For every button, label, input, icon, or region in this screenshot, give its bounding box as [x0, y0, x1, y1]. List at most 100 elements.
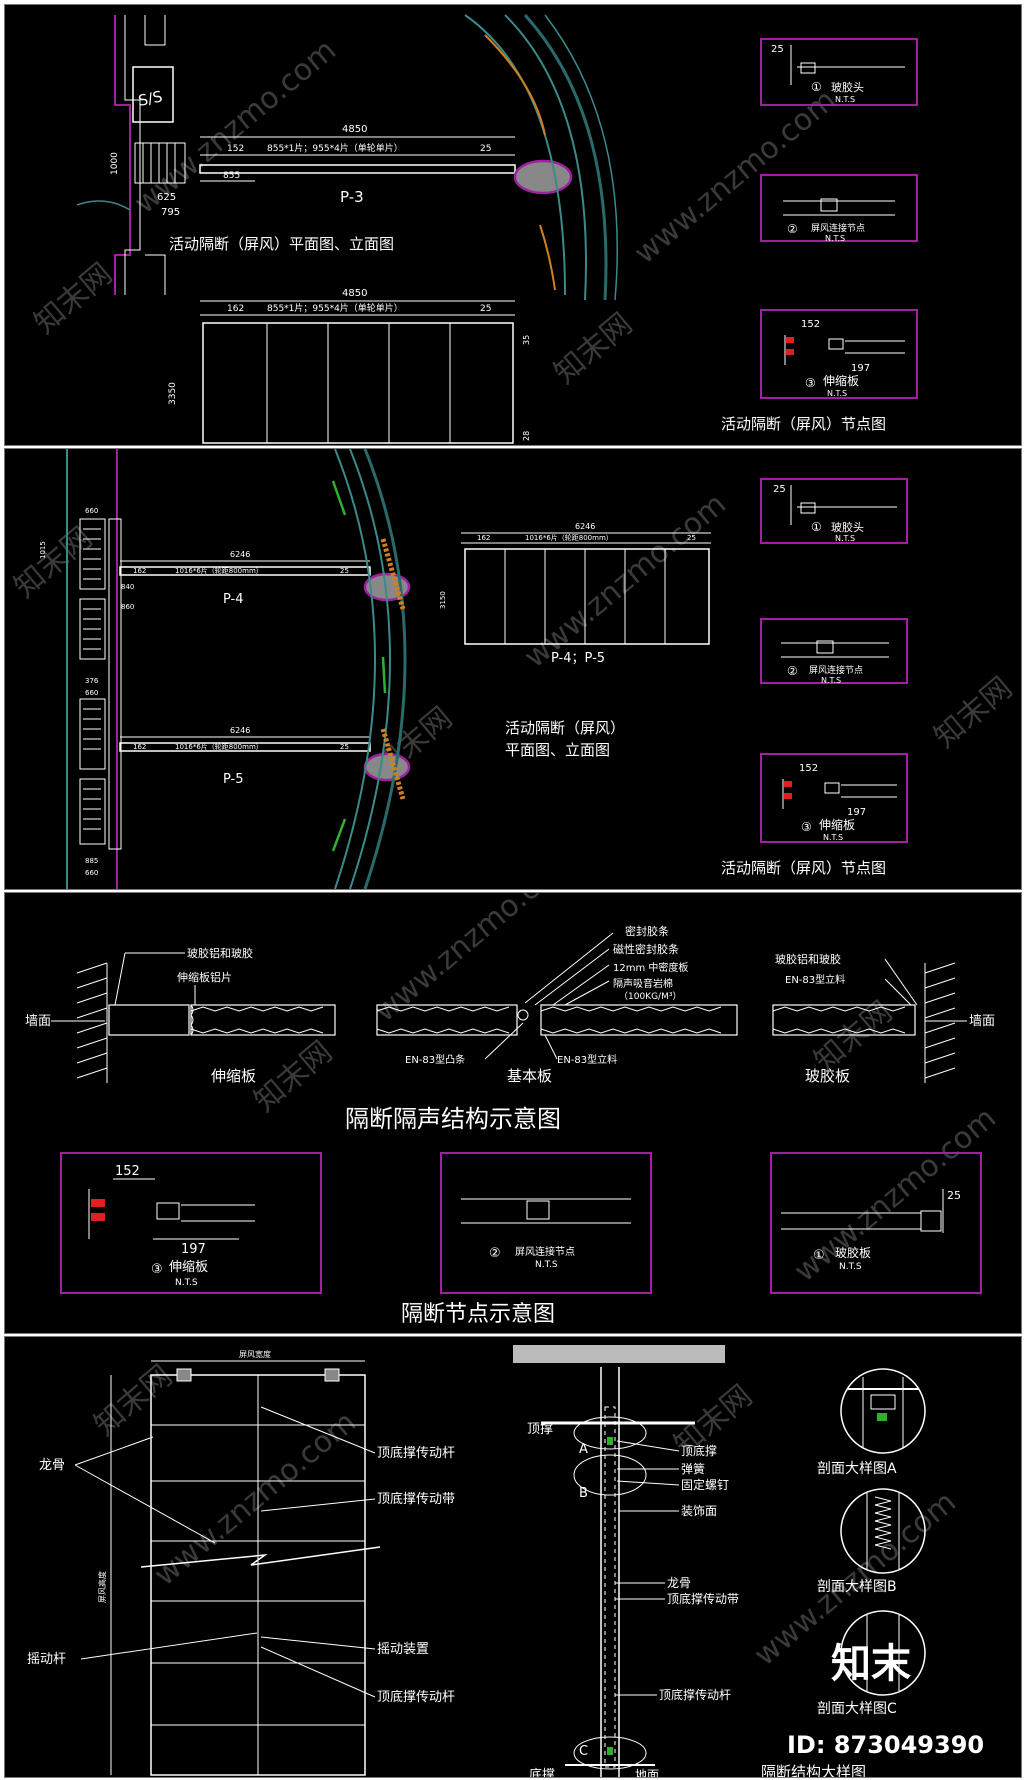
detail-3: 152 197 ③ 伸缩板 N.T.S: [760, 753, 908, 843]
watermark: 知末网: [248, 1034, 339, 1119]
dim-625: 625: [157, 192, 176, 203]
wall-dim: 1015: [39, 541, 47, 559]
left-wall: [76, 962, 108, 1083]
detail-2-label: 屏风连接节点: [811, 222, 865, 234]
label-glue-al: 玻胶铝和玻胶: [187, 946, 253, 960]
dim-left: 162: [133, 567, 146, 575]
wall-section: [66, 449, 122, 889]
basic-panel: [376, 1004, 738, 1036]
label-en83-post-right: EN-83型立料: [785, 973, 845, 986]
detail-1-num: ①: [813, 1248, 825, 1263]
detail-3-num: ③: [801, 820, 812, 834]
label-crank-device: 摇动装置: [377, 1642, 429, 1657]
wall-dim: 860: [121, 603, 134, 611]
dim-1000: 1000: [110, 152, 120, 175]
detail-1: 25 ① 玻胶头 N.T.S: [760, 478, 908, 544]
name-glue: 玻胶板: [805, 1067, 850, 1085]
detail-a-label: 剖面大样图A: [817, 1461, 897, 1477]
elev-spec: 855*1片；955*4片（单轮单片）: [267, 302, 403, 314]
sec-label-spring: 弹簧: [681, 1461, 705, 1476]
elev-width-label: 屏风宽度: [239, 1349, 271, 1359]
label-seal: 密封胶条: [625, 924, 669, 938]
elev-height-label: 屏风高度: [97, 1571, 107, 1603]
elev-code: P-4；P-5: [551, 651, 605, 666]
wall-dim: 376: [85, 677, 99, 685]
detail-circle-c: [840, 1610, 926, 1696]
dim-total: 6246: [230, 550, 250, 559]
elev-total: 4850: [342, 288, 367, 299]
detail-1-label: 玻胶头: [831, 520, 864, 534]
elev-bottom: 28: [522, 431, 531, 441]
elev-top: 35: [522, 335, 531, 345]
section-b: B: [579, 1486, 588, 1501]
label-rockwool: 隔声吸音岩棉: [613, 977, 673, 990]
wall-dim: 840: [121, 583, 134, 591]
dim-right: 25: [340, 567, 349, 575]
detail-3-dim-a: 152: [115, 1164, 140, 1179]
detail-2-nts: N.T.S: [825, 234, 845, 243]
detail-1-label: 玻胶头: [831, 80, 864, 94]
detail-3-dim-b: 197: [847, 807, 866, 818]
dim-total: 6246: [230, 726, 250, 735]
watermark: 知末网: [8, 520, 99, 605]
telescopic-panel: [108, 1004, 336, 1036]
section-column: [541, 1367, 695, 1777]
detail-circle-a: [840, 1368, 926, 1454]
detail-2-num: ②: [489, 1246, 501, 1261]
wall-dim: 660: [85, 689, 98, 697]
detail-2-label: 屏风连接节点: [515, 1245, 575, 1258]
detail-3-label: 伸缩板: [823, 373, 859, 388]
ss-label: S/S: [137, 87, 164, 110]
plan-title-line-2: 平面图、立面图: [505, 741, 610, 759]
panel-structure-detail: 知末网 www.znzmo.com 知末网 www.znzmo.com 屏风宽度…: [4, 1336, 1022, 1778]
dim-left: 152: [227, 144, 244, 154]
curved-facade: [464, 13, 618, 301]
dim-spec: 1016*6片（轮距800mm）: [175, 566, 263, 575]
wall-left-label: 墙面: [25, 1014, 51, 1029]
label-telescopic-al: 伸缩板铝片: [177, 970, 232, 984]
ss-box: [132, 66, 174, 123]
wall-section: [114, 15, 166, 295]
detail-1-nts: N.T.S: [835, 534, 855, 543]
dim-855: 855: [223, 171, 240, 181]
label-keel: 龙骨: [39, 1458, 65, 1473]
label-board: 12mm 中密度板: [613, 961, 688, 974]
brace-marker: [607, 1437, 613, 1445]
detail-2-label: 屏风连接节点: [809, 664, 863, 676]
drawing-acoustic: 知末网 www.znzmo.com 知末网 www.znzmo.com 墙面 玻…: [25, 893, 1003, 1327]
watermark: www.znzmo.com: [628, 83, 843, 272]
name-basic: 基本板: [507, 1067, 552, 1085]
dim-spec: 855*1片；955*4片（单轮单片）: [267, 142, 403, 154]
dim-right: 25: [480, 144, 491, 154]
detail-1-dim: 25: [773, 484, 786, 495]
dim-total: 4850: [342, 124, 367, 135]
brace-marker: [607, 1747, 613, 1755]
section-title: 隔断结构大样图: [761, 1763, 866, 1777]
detail-3-nts: N.T.S: [175, 1278, 198, 1288]
top-wheel: [324, 1368, 340, 1382]
elev-spec: 1016*6片（轮距800mm）: [525, 533, 613, 542]
sec-label-floor: 地面: [635, 1768, 659, 1777]
detail-1-nts: N.T.S: [835, 95, 855, 104]
detail-b-label: 剖面大样图B: [817, 1579, 897, 1595]
detail-1-num: ①: [811, 80, 822, 94]
watermark: 知末网: [928, 670, 1019, 755]
detail-3-num: ③: [151, 1262, 163, 1277]
dim-left: 162: [133, 743, 146, 751]
detail-1-label: 玻胶板: [835, 1245, 871, 1260]
section-a: A: [579, 1442, 588, 1457]
detail-3-nts: N.T.S: [827, 389, 847, 398]
drawing-p3: 知末网 www.znzmo.com 知末网 www.znzmo.com S/S …: [28, 13, 918, 444]
label-crank: 摇动杆: [27, 1652, 66, 1667]
elev-height: 3150: [439, 591, 447, 609]
sec-label-brace: 顶底撑: [681, 1443, 717, 1458]
detail-1-num: ①: [811, 520, 822, 534]
elev-right: 25: [687, 534, 696, 542]
sec-label-face: 装饰面: [681, 1504, 717, 1518]
dim-795: 795: [161, 207, 180, 218]
column-ellipse: [513, 159, 573, 195]
wall-dim: 885: [85, 857, 98, 865]
partition-plan-p5: [119, 742, 371, 752]
detail-1-dim: 25: [771, 44, 784, 55]
sec-label-belt: 顶底撑传动带: [667, 1591, 739, 1606]
